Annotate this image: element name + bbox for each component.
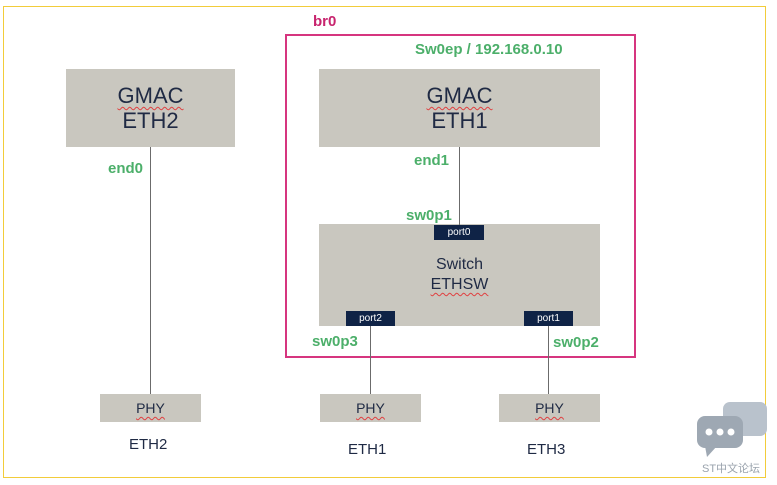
port1-badge: port1 (524, 311, 573, 326)
phy-eth1-label: PHY (356, 400, 385, 416)
end1-label: end1 (414, 152, 450, 169)
port0-badge: port0 (434, 225, 484, 240)
gmac-eth2-block: GMAC ETH2 (66, 69, 235, 147)
bridge-label: br0 (313, 13, 337, 30)
phy-eth1-block: PHY (320, 394, 421, 422)
port2-badge: port2 (346, 311, 395, 326)
gmac-eth1-subtitle: ETH1 (431, 108, 488, 133)
phy-eth3-block: PHY (499, 394, 600, 422)
gmac-eth1-title: GMAC (426, 83, 493, 108)
watermark-text: ST中文论坛 (702, 463, 761, 475)
phy-eth3-label: PHY (535, 400, 564, 416)
sw0p2-label: sw0p2 (553, 334, 599, 351)
link-eth2-phy (150, 147, 151, 394)
chat-bubbles-icon (697, 402, 767, 457)
gmac-eth1-block: GMAC ETH1 (319, 69, 600, 147)
switch-ethsw-block: Switch ETHSW (319, 224, 600, 326)
diagram-frame (3, 6, 766, 478)
bridge-br0-box (285, 34, 636, 358)
switch-subtitle: ETHSW (430, 276, 489, 293)
eth1-port-label: ETH1 (348, 441, 387, 458)
link-port1-phy (548, 326, 549, 394)
sw0p1-label: sw0p1 (406, 207, 452, 224)
gmac-eth2-subtitle: ETH2 (122, 108, 179, 133)
sw0ep-label: Sw0ep / 192.168.0.10 (415, 41, 563, 58)
eth2-port-label: ETH2 (129, 436, 168, 453)
eth3-port-label: ETH3 (527, 441, 566, 458)
switch-title: Switch (435, 256, 484, 273)
link-port2-phy (370, 326, 371, 394)
phy-eth2-label: PHY (136, 400, 165, 416)
end0-label: end0 (108, 160, 144, 177)
link-eth1-port0 (459, 147, 460, 225)
sw0p3-label: sw0p3 (312, 333, 358, 350)
phy-eth2-block: PHY (100, 394, 201, 422)
gmac-eth2-title: GMAC (117, 83, 184, 108)
